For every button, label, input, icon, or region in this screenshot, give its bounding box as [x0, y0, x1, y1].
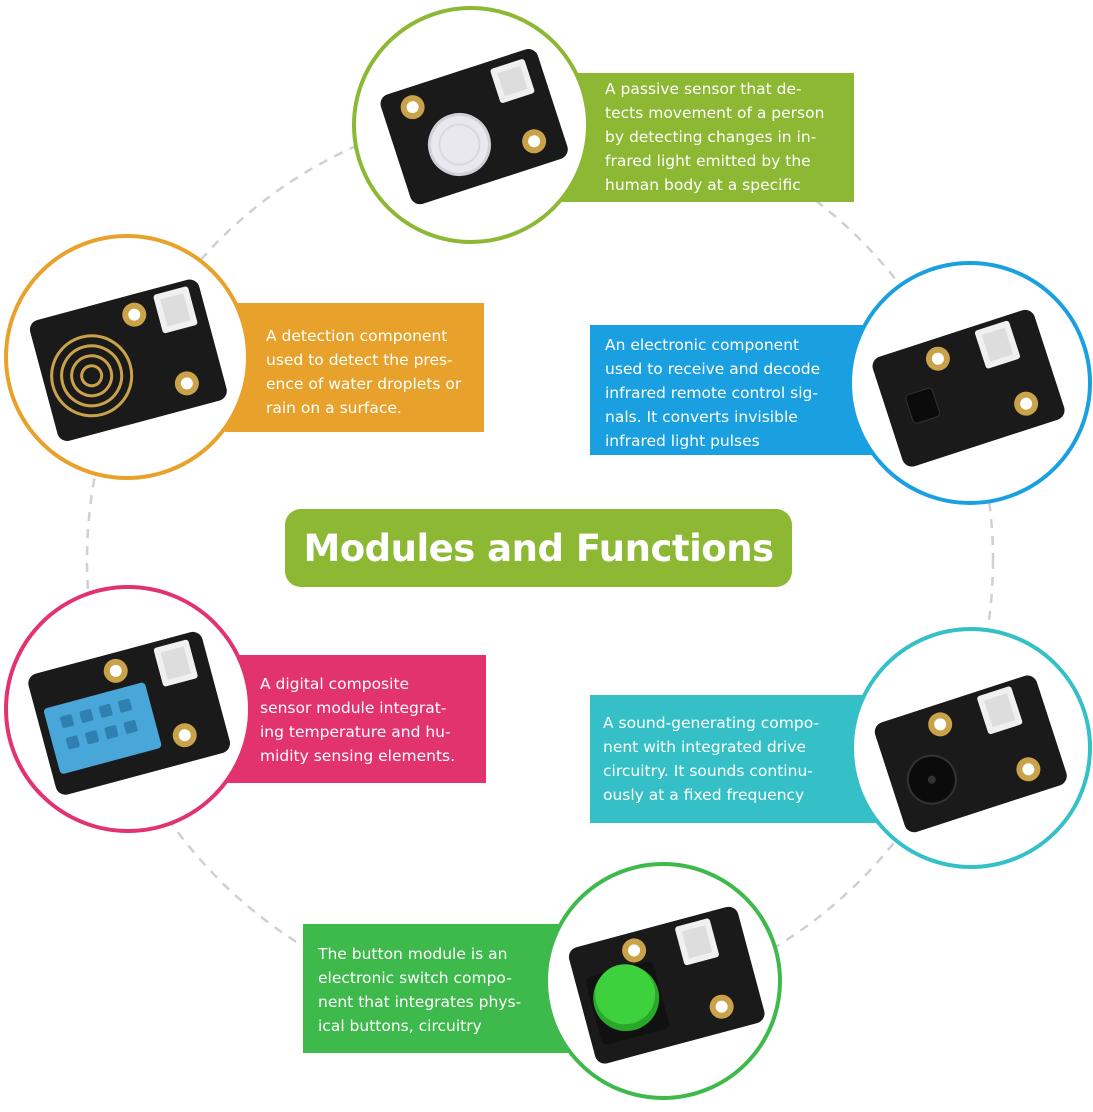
buzzer-module-circle: [850, 627, 1092, 869]
ir-receiver-module-circle: [848, 261, 1092, 505]
page-title: Modules and Functions: [303, 526, 774, 570]
button-module-icon: [568, 906, 765, 1064]
buzzer-module-icon: [874, 675, 1067, 833]
dht11-module-circle: [4, 585, 252, 833]
ir-receiver-module-icon: [872, 309, 1065, 467]
raindrop-module-circle: [4, 234, 250, 480]
button-module-circle: [544, 862, 782, 1100]
buzzer-description-box: A sound-generating compo- nent with inte…: [590, 695, 880, 823]
pir-module-circle: [352, 6, 590, 244]
ir-receiver-description-box: An electronic component used to receive …: [590, 325, 880, 455]
raindrop-description-box: A detection component used to detect the…: [225, 303, 484, 432]
dht11-description-box: A digital composite sensor module integr…: [222, 655, 486, 783]
pir-motion-sensor-module-icon: [380, 49, 568, 205]
raindrop-sensor-module-icon: [29, 279, 227, 442]
button-description-text: The button module is an electronic switc…: [318, 945, 522, 1035]
pir-description-text: A passive sensor that de- tects movement…: [605, 80, 825, 194]
buzzer-description-text: A sound-generating compo- nent with inte…: [603, 714, 820, 804]
title-banner: Modules and Functions: [285, 509, 792, 587]
dht11-sensor-module-icon: [28, 631, 231, 795]
ir-receiver-description-text: An electronic component used to receive …: [605, 336, 821, 450]
button-description-box: The button module is an electronic switc…: [303, 924, 568, 1053]
dht11-description-text: A digital composite sensor module integr…: [260, 675, 456, 765]
raindrop-description-text: A detection component used to detect the…: [266, 327, 462, 417]
